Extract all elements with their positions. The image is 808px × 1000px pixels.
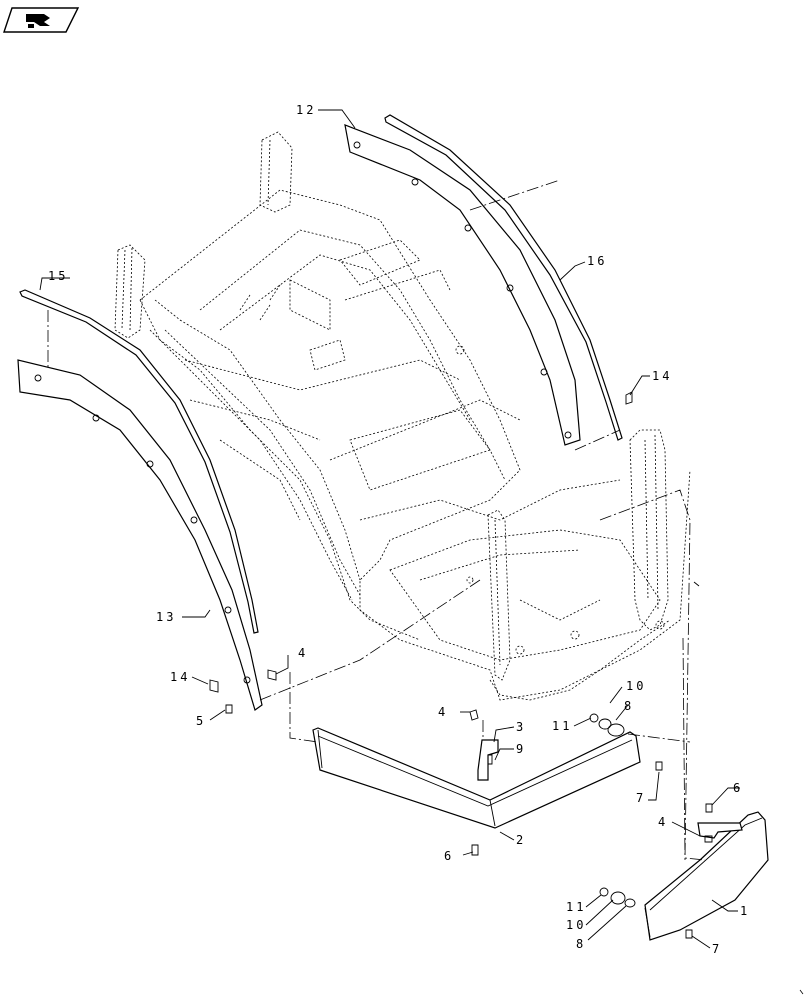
- part-15-edge-trim[interactable]: [19, 289, 259, 634]
- callout-9: 9: [516, 742, 526, 756]
- callout-4-left: 4: [298, 646, 308, 660]
- callout-7-mid: 7: [636, 791, 646, 805]
- corner-mark: [799, 989, 804, 995]
- callout-6-right: 6: [733, 781, 743, 795]
- callout-6-bottom: 6: [444, 849, 454, 863]
- part-1-end-cap[interactable]: [644, 811, 769, 941]
- callout-10-top: 10: [626, 679, 646, 693]
- callout-labels: 12 16 15 14 13 14 4 5 4 3 9 10 11 8 7 2 …: [48, 103, 750, 956]
- callout-7-bottom: 7: [712, 942, 722, 956]
- callout-5: 5: [196, 714, 206, 728]
- leader-lines: [39, 109, 740, 949]
- callout-13: 13: [156, 610, 176, 624]
- callout-14-left: 14: [170, 670, 190, 684]
- cab-frame: [114, 131, 691, 701]
- callout-11-top: 11: [552, 719, 572, 733]
- part-2-lower-extension[interactable]: [312, 727, 641, 829]
- callout-4-right: 4: [658, 815, 668, 829]
- callout-8-bottom: 8: [576, 937, 586, 951]
- hardware: [209, 391, 713, 939]
- part-13-left-fender-panel[interactable]: [17, 359, 263, 711]
- book-arrow-icon[interactable]: [3, 7, 80, 33]
- callout-4-mid: 4: [438, 705, 448, 719]
- callout-1: 1: [740, 904, 750, 918]
- callout-16: 16: [587, 254, 607, 268]
- callout-15: 15: [48, 269, 68, 283]
- callout-10-bottom: 10: [566, 918, 586, 932]
- callout-14-top: 14: [652, 369, 672, 383]
- assembly-lines: [47, 179, 706, 861]
- part-16-edge-trim[interactable]: [384, 114, 623, 441]
- callout-11-bottom: 11: [566, 900, 586, 914]
- callout-8-top: 8: [624, 699, 634, 713]
- callout-12: 12: [296, 103, 316, 117]
- part-12-upper-fender-panel[interactable]: [344, 124, 581, 446]
- callout-3: 3: [516, 720, 526, 734]
- callout-2: 2: [516, 833, 526, 847]
